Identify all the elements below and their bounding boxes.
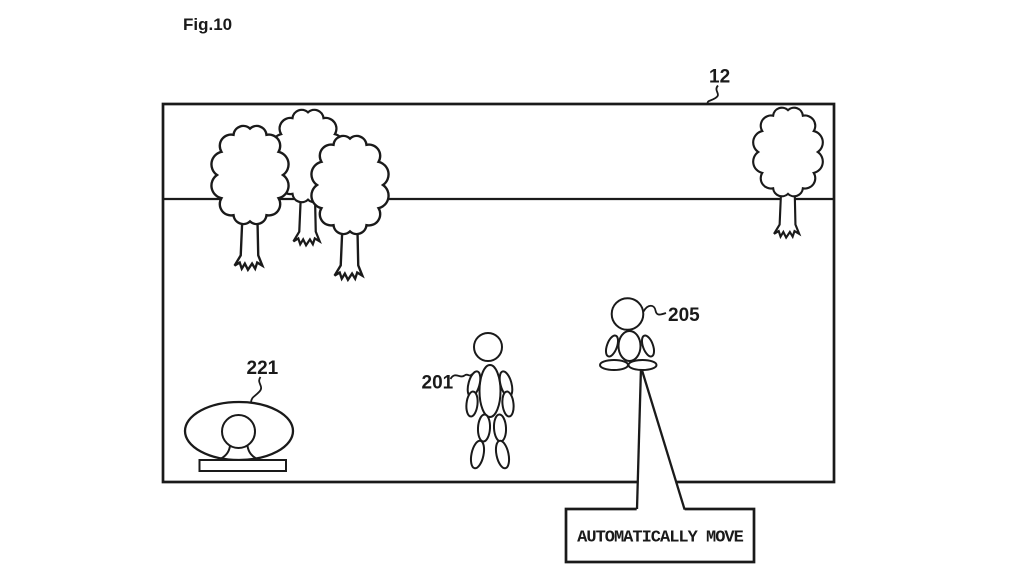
dome-character-head (221, 414, 256, 449)
tree-left-front-1 (210, 124, 290, 271)
leader-line-205 (642, 304, 667, 316)
mannequin-left-shin (469, 439, 486, 470)
chibi-character (599, 297, 658, 371)
leader-line-221 (250, 376, 263, 403)
figure-label: Fig.10 (183, 15, 232, 34)
trees-group (210, 106, 824, 281)
callout-beam-right-line (639, 366, 686, 510)
chibi-body (617, 330, 642, 362)
callout-beam (635, 366, 686, 512)
callout-beam-left-line (635, 366, 643, 510)
ref-label-moving: 205 (668, 305, 700, 326)
mannequin-left-forearm (465, 390, 479, 418)
mannequin-head (473, 332, 503, 362)
chibi-right-arm (640, 334, 656, 358)
mannequin-right-shin (494, 439, 511, 470)
leader-lines (250, 84, 719, 403)
callout-box (564, 507, 756, 564)
chibi-left-arm (604, 334, 620, 358)
chibi-right-foot (627, 359, 658, 371)
mannequin-character (465, 332, 515, 470)
mannequin-right-forearm (501, 390, 515, 418)
callout-beam-fill (636, 367, 686, 512)
dome-base (198, 459, 287, 472)
tree-right (752, 106, 824, 239)
dome-character (183, 400, 295, 472)
drawing-root: Fig.10 12 221 201 205 AUTOMATICALLY MOVE (161, 15, 836, 564)
callout-text: AUTOMATICALLY MOVE (577, 529, 743, 548)
mannequin-torso (478, 364, 502, 418)
tree-left-front-2 (310, 134, 390, 281)
ref-label-screen: 12 (709, 67, 730, 88)
ref-label-player: 201 (422, 373, 454, 394)
chibi-left-foot (599, 359, 629, 371)
leader-line-201 (449, 373, 473, 380)
mannequin-left-thigh (476, 413, 492, 443)
leader-line-12 (706, 84, 719, 105)
chibi-head (610, 297, 645, 331)
mannequin-right-thigh (492, 413, 508, 443)
ref-label-dome: 221 (247, 358, 279, 379)
screen-frame (161, 102, 836, 484)
